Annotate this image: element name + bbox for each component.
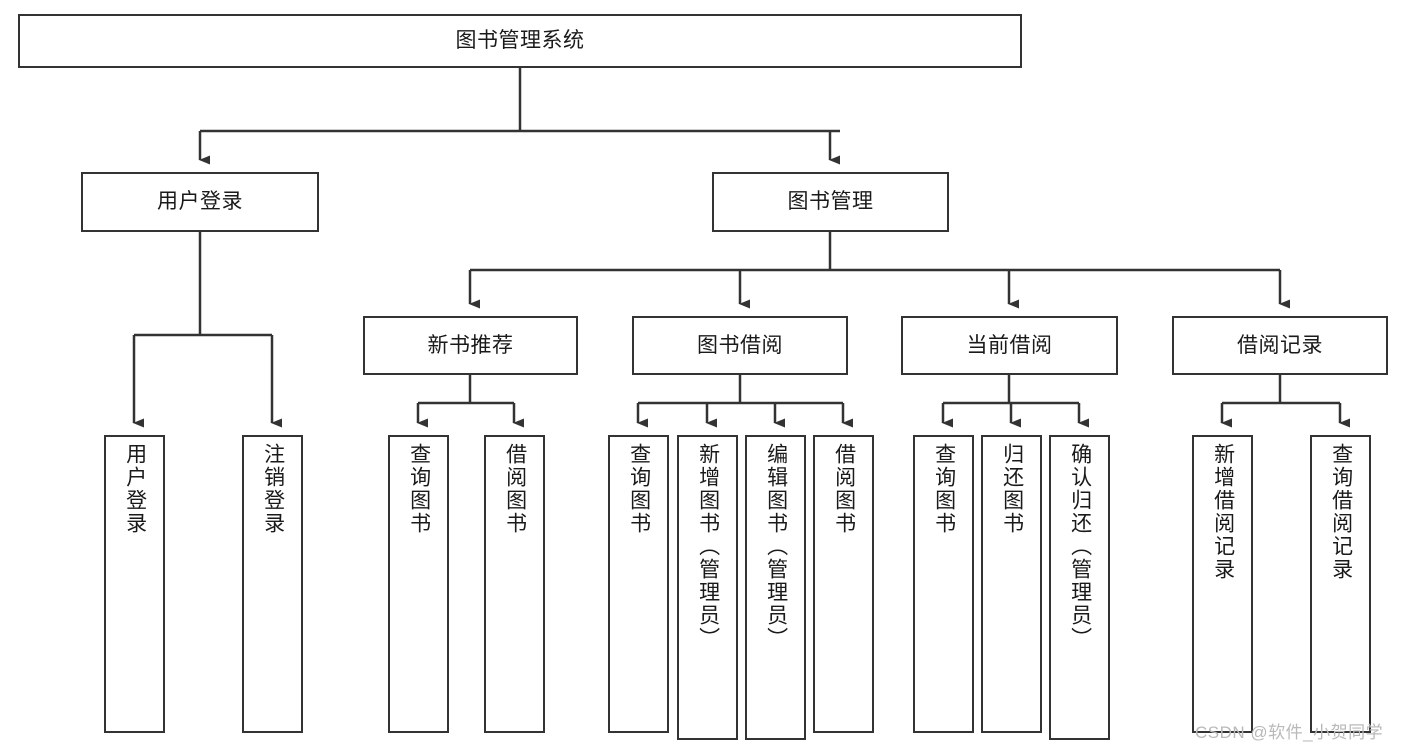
leaf-query-book-current[interactable]: 查询图书 [913, 435, 974, 733]
leaf-query-book-borrow-label: 查询图书 [627, 443, 651, 535]
node-root[interactable]: 图书管理系统 [18, 14, 1022, 68]
node-new-book-recommend[interactable]: 新书推荐 [363, 316, 578, 375]
leaf-add-book-admin-label: 新增图书（管理员） [696, 443, 720, 650]
leaf-borrow-book-recommend[interactable]: 借阅图书 [484, 435, 545, 733]
leaf-lend-book[interactable]: 借阅图书 [813, 435, 874, 733]
leaf-add-borrow-record[interactable]: 新增借阅记录 [1192, 435, 1253, 733]
node-book-management-label: 图书管理 [787, 190, 874, 214]
leaf-user-login-label: 用户登录 [123, 443, 147, 535]
leaf-edit-book-admin[interactable]: 编辑图书（管理员） [745, 435, 806, 740]
leaf-add-book-admin[interactable]: 新增图书（管理员） [677, 435, 738, 740]
node-book-borrow[interactable]: 图书借阅 [632, 316, 848, 375]
leaf-return-book-label: 归还图书 [1000, 443, 1024, 535]
node-borrow-records-label: 借阅记录 [1237, 333, 1323, 357]
leaf-lend-book-label: 借阅图书 [832, 443, 856, 535]
leaf-return-book[interactable]: 归还图书 [981, 435, 1042, 733]
leaf-query-borrow-record[interactable]: 查询借阅记录 [1310, 435, 1371, 733]
leaf-edit-book-admin-label: 编辑图书（管理员） [764, 443, 788, 650]
node-borrow-records[interactable]: 借阅记录 [1172, 316, 1388, 375]
leaf-confirm-return-admin[interactable]: 确认归还（管理员） [1049, 435, 1110, 740]
node-user-login-label: 用户登录 [157, 190, 243, 214]
leaf-user-login[interactable]: 用户登录 [104, 435, 165, 733]
leaf-query-book-recommend[interactable]: 查询图书 [388, 435, 449, 733]
node-root-label: 图书管理系统 [455, 29, 585, 53]
csdn-watermark: CSDN @软件_小贺同学 [1195, 723, 1384, 742]
node-current-borrow-label: 当前借阅 [966, 333, 1053, 357]
node-current-borrow[interactable]: 当前借阅 [901, 316, 1118, 375]
leaf-confirm-return-admin-label: 确认归还（管理员） [1068, 443, 1092, 650]
leaf-query-book-borrow[interactable]: 查询图书 [608, 435, 669, 733]
node-book-borrow-label: 图书借阅 [697, 333, 783, 357]
leaf-add-borrow-record-label: 新增借阅记录 [1211, 443, 1235, 581]
leaf-query-book-current-label: 查询图书 [932, 443, 956, 535]
leaf-logout-label: 注销登录 [261, 443, 285, 535]
leaf-logout[interactable]: 注销登录 [242, 435, 303, 733]
node-new-book-recommend-label: 新书推荐 [427, 333, 514, 357]
leaf-query-book-recommend-label: 查询图书 [407, 443, 431, 535]
leaf-borrow-book-recommend-label: 借阅图书 [503, 443, 527, 535]
leaf-query-borrow-record-label: 查询借阅记录 [1329, 443, 1353, 581]
node-user-login[interactable]: 用户登录 [81, 172, 319, 232]
node-book-management[interactable]: 图书管理 [712, 172, 949, 232]
